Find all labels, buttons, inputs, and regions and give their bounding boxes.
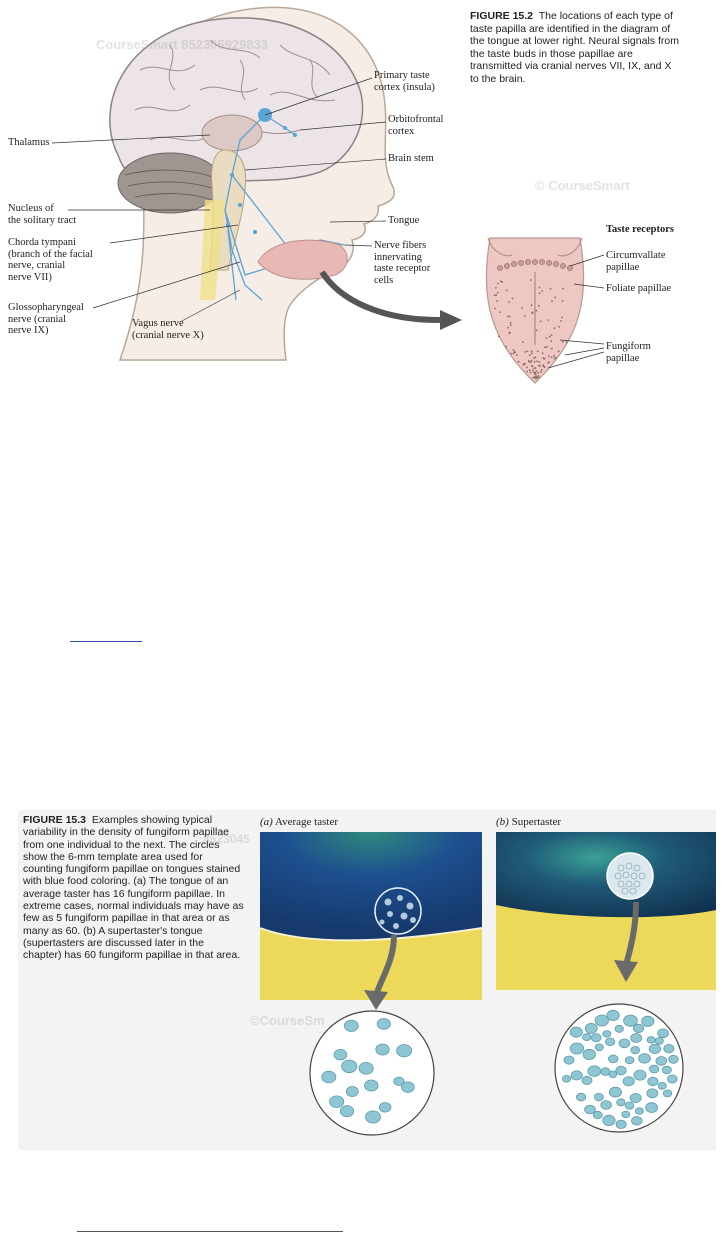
figure-label: FIGURE 15.2 [470,10,534,22]
figure-15-3: FIGURE 15.3 Examples showing typical var… [18,810,716,1150]
tongue-in-head [257,239,348,280]
panel-a-title: (a) Average taster [260,816,338,828]
label-circumvallate: Circumvallate papillae [606,250,666,273]
label-tongue: Tongue [388,215,420,226]
average-taster-photo [259,832,483,1000]
label-foliate: Foliate papillae [606,283,672,294]
label-vagus-nerve: Vagus nerve (cranial nerve X) [132,318,204,341]
label-fungiform: Fungiform papillae [606,341,651,364]
average-taster-magnified [309,1010,435,1136]
panel-b-title: (b) Supertaster [496,816,562,828]
papillae-photos [259,832,716,1136]
label-brain-stem: Brain stem [388,153,434,164]
label-primary-taste-cortex: Primary taste cortex (insula) [374,70,435,93]
label-thalamus: Thalamus [8,137,50,148]
watermark: CourseSmart 852305929833 [96,37,269,52]
caption-text: The locations of each type of taste papi… [470,10,679,85]
label-taste-receptors: Taste receptors [606,224,674,235]
label-glossopharyngeal: Glossopharyngeal nerve (cranial nerve IX… [8,302,84,336]
supertaster-magnified [554,1003,684,1133]
figure-label: FIGURE 15.3 [23,814,87,826]
label-orbitofrontal-cortex: Orbitofrontal cortex [388,114,444,137]
head-brain-illustration [51,6,605,384]
watermark: © CourseSmart [535,178,630,193]
supertaster-photo [496,832,716,990]
label-chorda-tympani: Chorda tympani (branch of the facial ner… [8,237,93,283]
figure-15-2: CourseSmart 852305929833 © CourseSmart F… [0,0,726,390]
hyperlink-underline[interactable] [70,641,142,642]
watermark: 8523045 [203,832,250,846]
caption-text: Examples showing typical variability in … [23,814,244,962]
label-nucleus-solitary-tract: Nucleus of the solitary tract [8,203,77,226]
figure-15-2-caption: FIGURE 15.2 The locations of each type o… [470,10,680,85]
label-nerve-fibers: Nerve fibers innervating taste receptor … [374,240,431,286]
figure-15-3-caption: FIGURE 15.3 Examples showing typical var… [23,814,245,962]
footnote-rule [77,1231,343,1232]
watermark: ©CourseSm [250,1013,325,1028]
thalamus-region [201,114,263,152]
